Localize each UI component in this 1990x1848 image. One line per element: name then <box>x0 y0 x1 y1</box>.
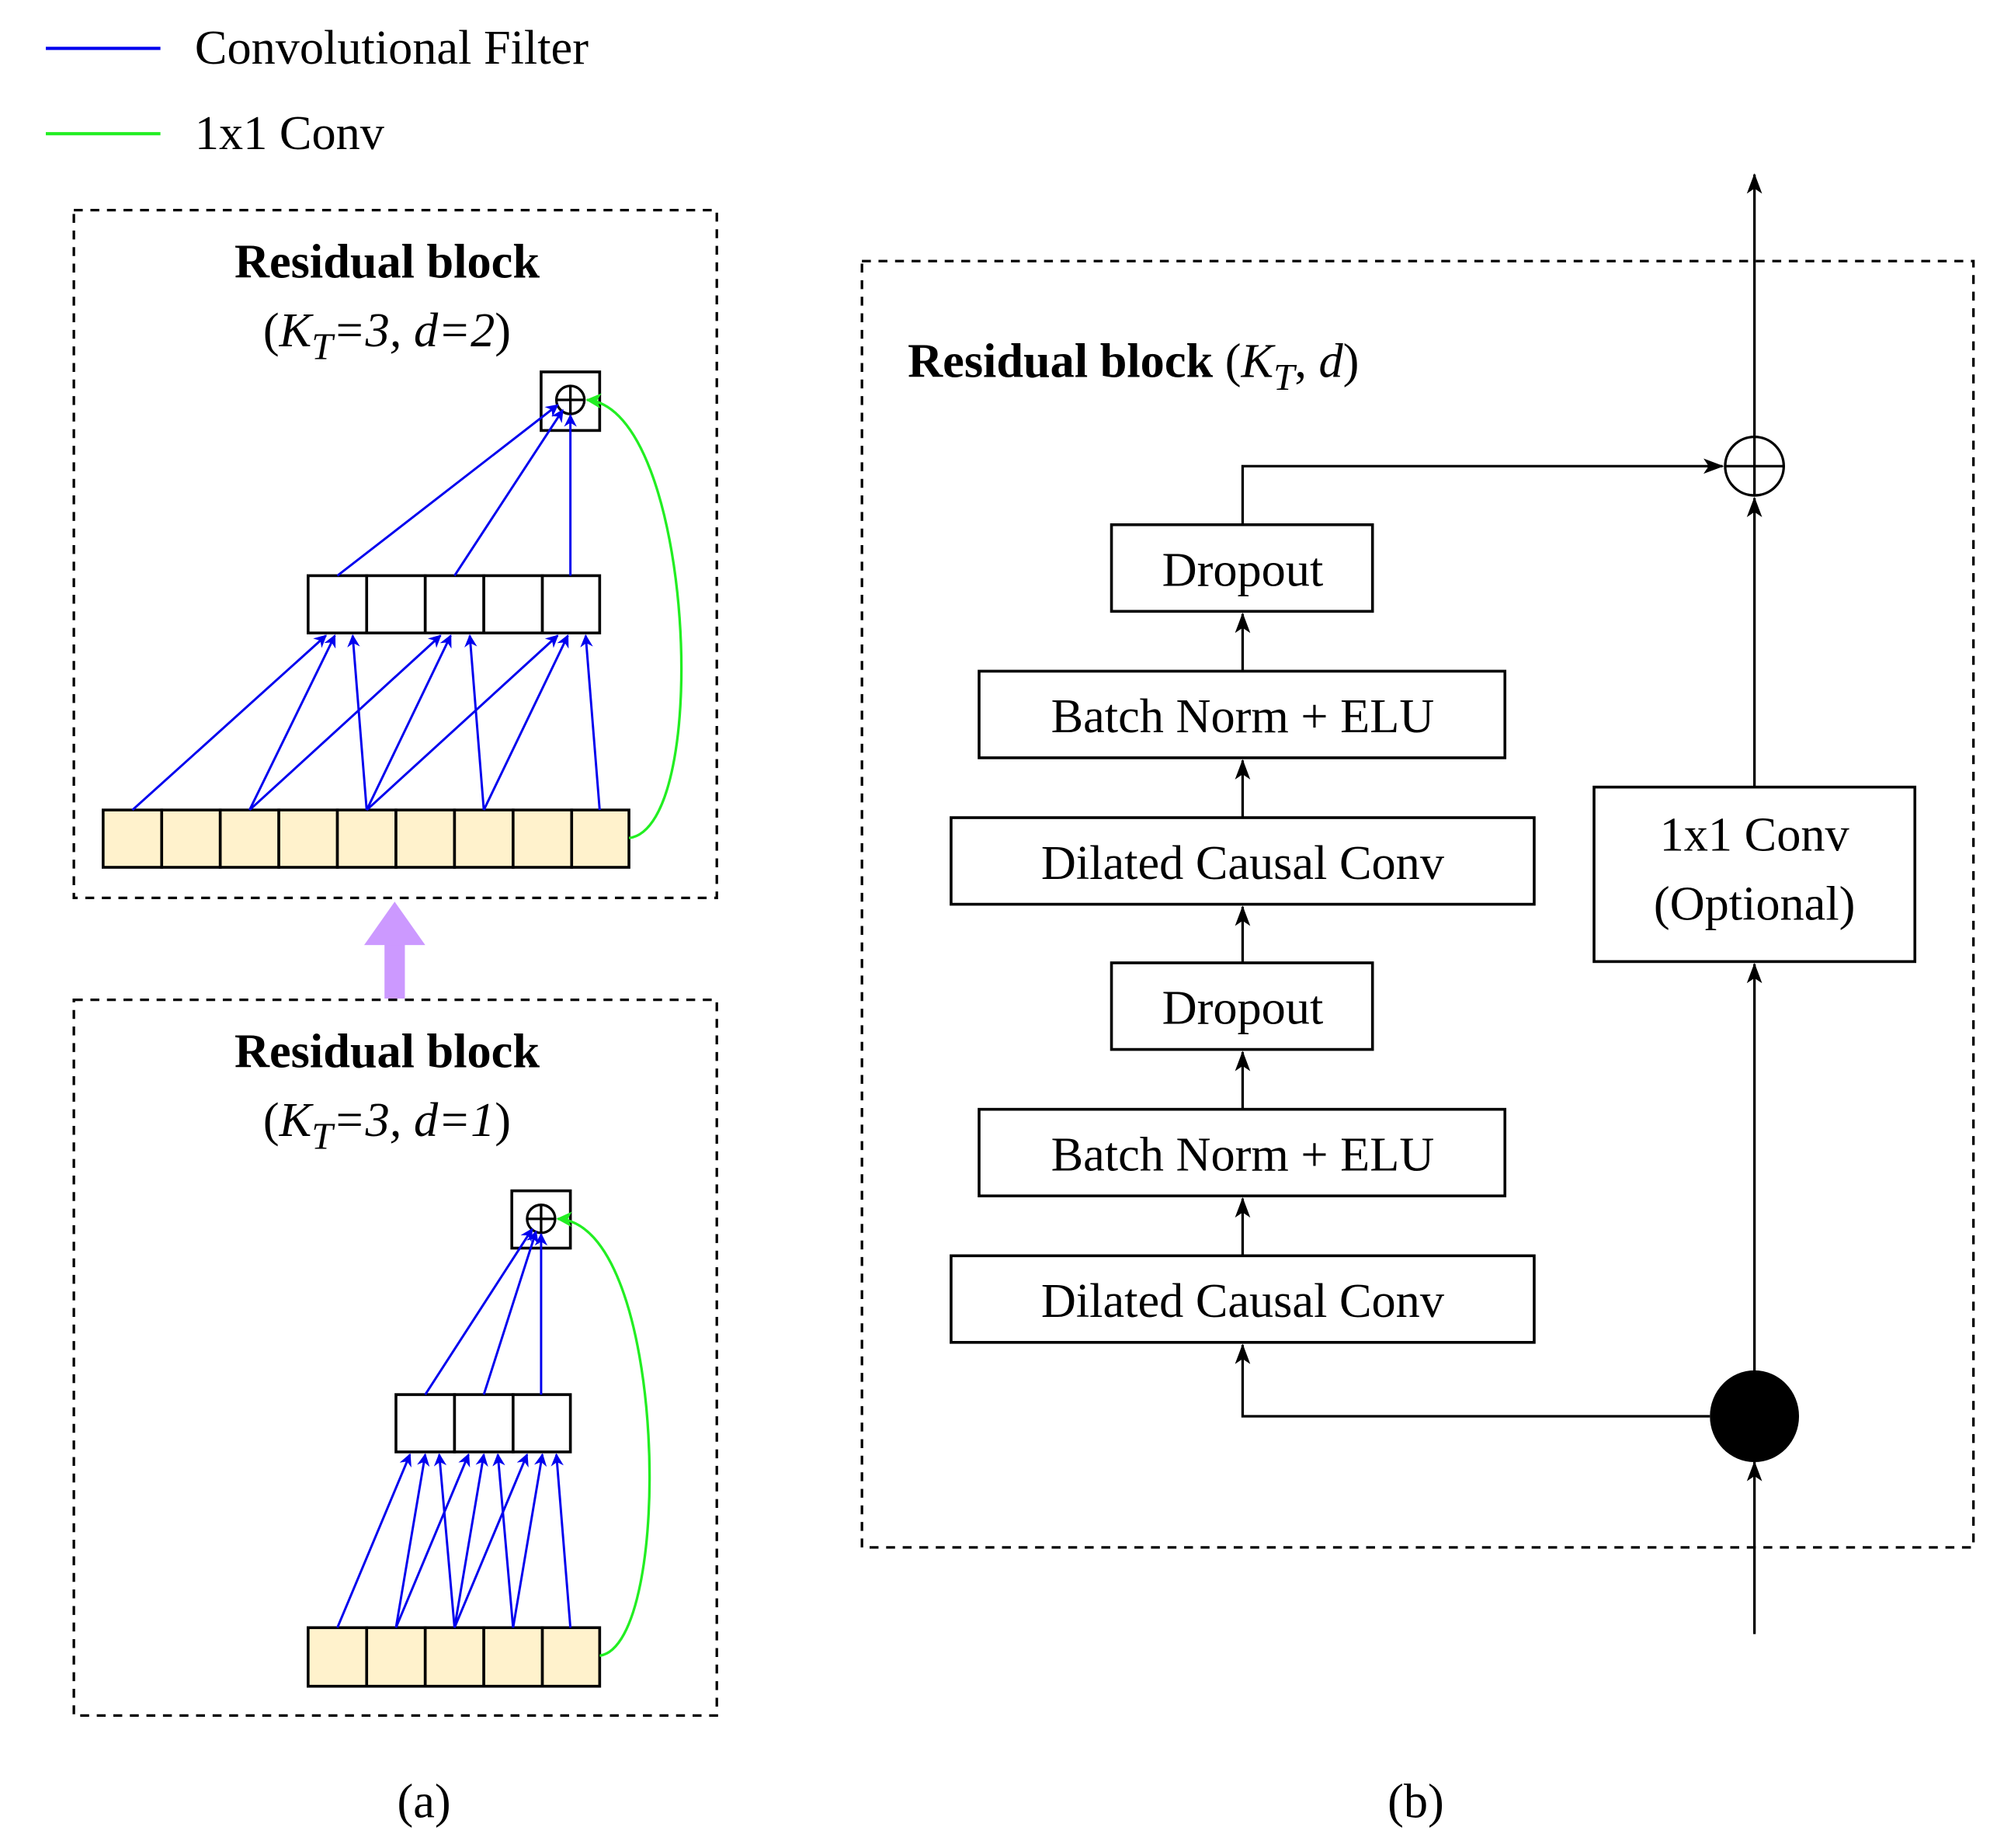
block-title-general: Residual block (KT, d) <box>908 335 1359 398</box>
conv-filter-arrows <box>336 1228 572 1628</box>
block-params: (KT=3, d=1) <box>263 1093 511 1157</box>
svg-text:Dilated Causal Conv: Dilated Causal Conv <box>1041 1274 1445 1328</box>
caption-b: (b) <box>1387 1775 1444 1829</box>
layer-batch-norm-elu-1: Batch Norm + ELU <box>978 1107 1507 1197</box>
svg-text:Batch Norm + ELU: Batch Norm + ELU <box>1051 1127 1435 1181</box>
block-title: Residual block <box>234 235 540 289</box>
svg-text:Dropout: Dropout <box>1162 544 1324 597</box>
layer-dropout-1: Dropout <box>1110 961 1374 1051</box>
layer-dropout-2: Dropout <box>1110 523 1374 613</box>
layer-dilated-causal-conv-2: Dilated Causal Conv <box>950 816 1536 906</box>
svg-text:Dropout: Dropout <box>1162 981 1324 1035</box>
legend-label-1x1-conv: 1x1 Conv <box>195 106 385 160</box>
hidden-cells <box>394 1393 572 1454</box>
skip-1x1-arrow <box>556 1211 651 1657</box>
legend-label-conv-filter: Convolutional Filter <box>195 21 589 75</box>
input-to-conv-arrow <box>1235 1343 1710 1418</box>
legend: Convolutional Filter 1x1 Conv <box>46 21 589 160</box>
layer-batch-norm-elu-2: Batch Norm + ELU <box>978 669 1507 759</box>
block-title: Residual block <box>234 1025 540 1079</box>
split-node <box>1710 1370 1800 1463</box>
svg-text:1x1 Conv: 1x1 Conv <box>1660 808 1850 862</box>
input-cells <box>307 1626 602 1688</box>
input-cells <box>102 808 630 869</box>
residual-block-d2: Residual block (KT=3, d=2) <box>72 209 718 900</box>
block-border <box>860 259 1975 1549</box>
svg-text:Batch Norm + ELU: Batch Norm + ELU <box>1051 690 1435 743</box>
block-border <box>72 998 718 1718</box>
svg-text:(Optional): (Optional) <box>1654 877 1856 930</box>
layer-dilated-causal-conv-1: Dilated Causal Conv <box>950 1254 1536 1344</box>
skip-1x1-conv-box: 1x1 Conv (Optional) <box>1592 785 1917 964</box>
residual-block-d1: Residual block (KT=3, d=1) <box>72 998 718 1718</box>
caption-a: (a) <box>397 1775 450 1829</box>
block-params: (KT=3, d=2) <box>263 304 511 367</box>
conv-filter-arrows <box>131 404 601 811</box>
hidden-cells <box>307 574 602 635</box>
block-border <box>72 209 718 900</box>
skip-1x1-arrow <box>585 393 683 839</box>
svg-text:Dilated Causal Conv: Dilated Causal Conv <box>1041 836 1445 890</box>
layer-arrows <box>1235 458 1724 1256</box>
residual-block-general: Residual block (KT, d) Dilated Causal Co… <box>860 173 1975 1634</box>
